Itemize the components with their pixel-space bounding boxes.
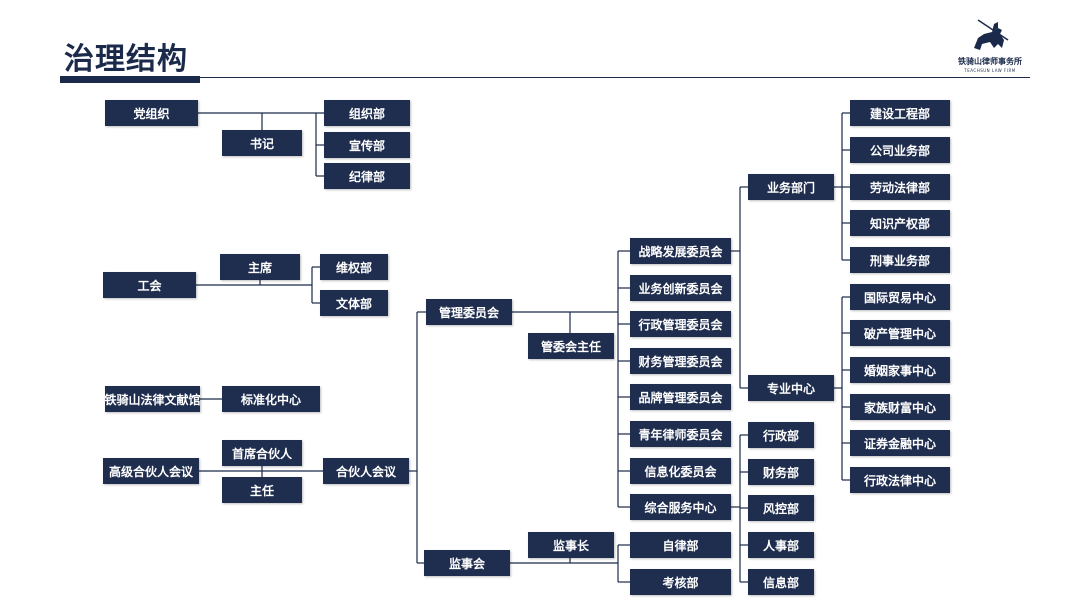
node-specialty-center: 专业中心 (748, 375, 834, 401)
node-chief-supervisor: 监事长 (528, 532, 614, 558)
node-criminal: 刑事业务部 (850, 247, 950, 273)
node-supervisory-board: 监事会 (424, 550, 510, 576)
node-director: 主任 (222, 477, 302, 503)
node-standard-center: 标准化中心 (222, 386, 320, 412)
node-info-dept: 信息部 (748, 569, 814, 595)
node-labor: 劳动法律部 (850, 174, 950, 200)
node-mgmt-chair: 管委会主任 (528, 333, 614, 359)
node-business-dept: 业务部门 (748, 174, 834, 200)
node-chairman: 主席 (220, 254, 300, 280)
node-youth-committee: 青年律师委员会 (630, 421, 731, 447)
node-corporate: 公司业务部 (850, 137, 950, 163)
node-risk-dept: 风控部 (748, 495, 814, 521)
node-library: 铁骑山法律文献馆 (105, 386, 201, 412)
node-party: 党组织 (105, 100, 198, 126)
node-admin-law: 行政法律中心 (850, 467, 950, 493)
page-title: 治理结构 (64, 42, 188, 77)
node-finance-dept: 财务部 (748, 459, 814, 485)
node-self-discipline: 自律部 (630, 532, 731, 558)
node-discipline-dept: 纪律部 (324, 163, 410, 189)
header-divider (200, 77, 1030, 78)
node-culture-dept: 文体部 (320, 290, 388, 316)
node-construction: 建设工程部 (850, 100, 950, 126)
node-senior-meeting: 高级合伙人会议 (103, 458, 199, 484)
node-assessment: 考核部 (630, 569, 731, 595)
node-mgmt-committee: 管理委员会 (426, 299, 512, 325)
firm-logo: 铁骑山律师事务所 TEACHSUN LAW FIRM (948, 18, 1032, 78)
node-admin-committee: 行政管理委员会 (630, 311, 731, 337)
node-secretary: 书记 (222, 130, 302, 156)
horse-rider-icon (974, 19, 1009, 50)
node-intl-trade: 国际贸易中心 (850, 284, 950, 310)
node-finance-committee: 财务管理委员会 (630, 348, 731, 374)
node-securities: 证券金融中心 (850, 430, 950, 456)
node-rights-dept: 维权部 (320, 254, 388, 280)
node-bankruptcy: 破产管理中心 (850, 320, 950, 346)
node-brand-committee: 品牌管理委员会 (630, 384, 731, 410)
node-wealth: 家族财富中心 (850, 394, 950, 420)
logo-english-name: TEACHSUN LAW FIRM (964, 68, 1016, 73)
logo-chinese-name: 铁骑山律师事务所 (958, 57, 1022, 66)
node-strategy-committee: 战略发展委员会 (630, 238, 731, 264)
node-partner-meeting: 合伙人会议 (323, 458, 409, 484)
node-chief-partner: 首席合伙人 (222, 440, 302, 466)
node-hr-dept: 人事部 (748, 532, 814, 558)
title-underline (60, 76, 200, 83)
node-family: 婚姻家事中心 (850, 357, 950, 383)
node-it-committee: 信息化委员会 (630, 458, 731, 484)
node-admin-dept: 行政部 (748, 422, 814, 448)
node-propaganda-dept: 宣传部 (324, 132, 410, 158)
node-ip: 知识产权部 (850, 210, 950, 236)
node-org-dept: 组织部 (324, 100, 410, 126)
node-innovation-committee: 业务创新委员会 (630, 275, 731, 301)
node-service-center: 综合服务中心 (630, 494, 731, 520)
node-union: 工会 (103, 272, 196, 298)
